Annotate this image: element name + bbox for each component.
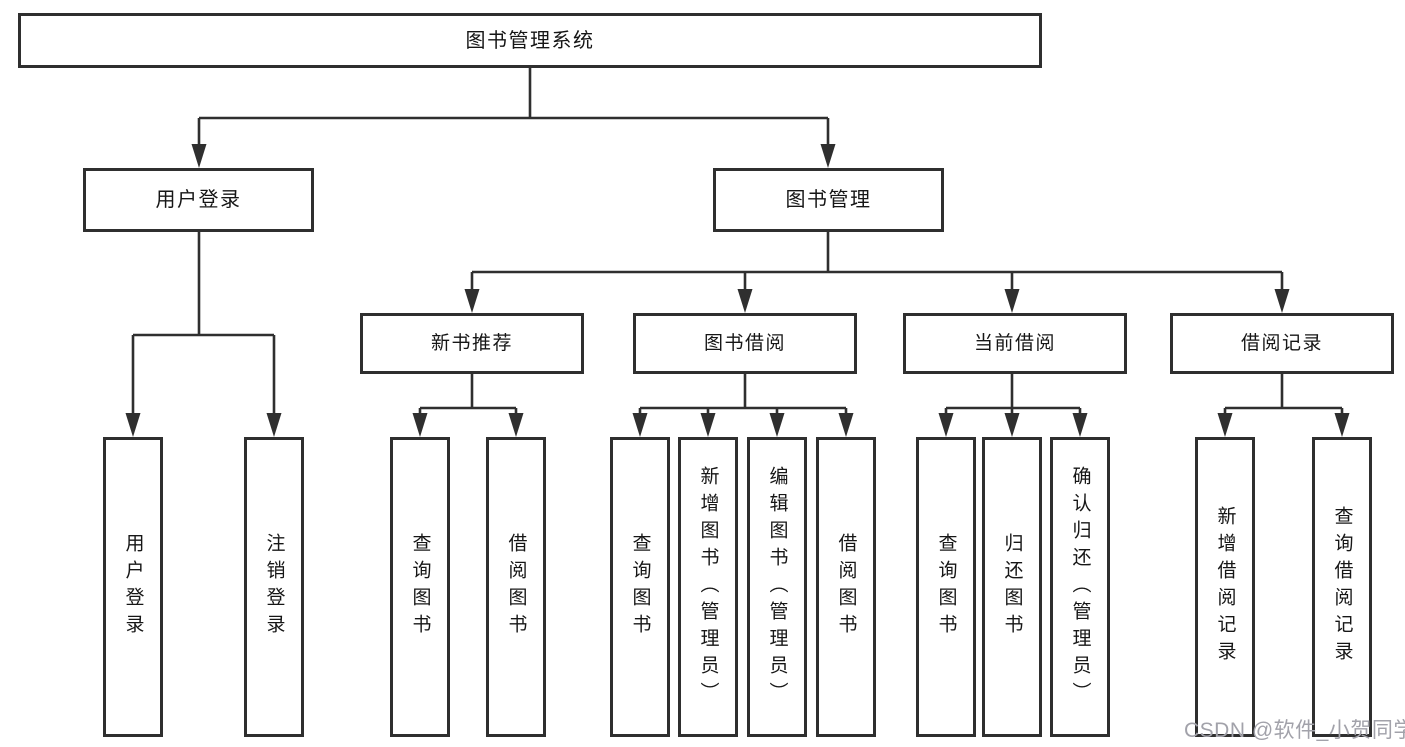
leaf-label: 查询图书	[629, 533, 651, 641]
node-new-book-recommend: 新书推荐	[360, 313, 584, 374]
node-book-management: 图书管理	[713, 168, 944, 232]
node-book-borrow: 图书借阅	[633, 313, 857, 374]
leaf-label: 查询图书	[935, 533, 957, 641]
csdn-watermark: CSDN @软件_小贺同学	[1184, 719, 1405, 742]
leaf-label: 新增借阅记录	[1214, 506, 1236, 668]
leaf-borrow-books-2: 借阅图书	[816, 437, 876, 737]
leaf-query-books-1: 查询图书	[390, 437, 450, 737]
node-library-system: 图书管理系统	[18, 13, 1042, 68]
leaf-label: 注销登录	[263, 533, 285, 641]
leaf-add-borrow-record: 新增借阅记录	[1195, 437, 1255, 737]
leaf-label: 用户登录	[122, 533, 144, 641]
node-user-login: 用户登录	[83, 168, 314, 232]
leaf-label: 查询借阅记录	[1331, 506, 1353, 668]
leaf-query-books-2: 查询图书	[610, 437, 670, 737]
leaf-logout: 注销登录	[244, 437, 304, 737]
leaf-borrow-books-1: 借阅图书	[486, 437, 546, 737]
leaf-label: 查询图书	[409, 533, 431, 641]
leaf-label: 确认归还（管理员）	[1069, 465, 1091, 709]
leaf-label: 编辑图书（管理员）	[766, 465, 788, 709]
leaf-label: 归还图书	[1001, 533, 1023, 641]
leaf-user-login: 用户登录	[103, 437, 163, 737]
leaf-confirm-return-admin: 确认归还（管理员）	[1050, 437, 1110, 737]
leaf-query-books-3: 查询图书	[916, 437, 976, 737]
leaf-label: 新增图书（管理员）	[697, 465, 719, 709]
node-borrow-records: 借阅记录	[1170, 313, 1394, 374]
leaf-return-book: 归还图书	[982, 437, 1042, 737]
leaf-edit-book-admin: 编辑图书（管理员）	[747, 437, 807, 737]
leaf-label: 借阅图书	[505, 533, 527, 641]
node-current-borrow: 当前借阅	[903, 313, 1127, 374]
leaf-query-borrow-record: 查询借阅记录	[1312, 437, 1372, 737]
leaf-add-book-admin: 新增图书（管理员）	[678, 437, 738, 737]
leaf-label: 借阅图书	[835, 533, 857, 641]
